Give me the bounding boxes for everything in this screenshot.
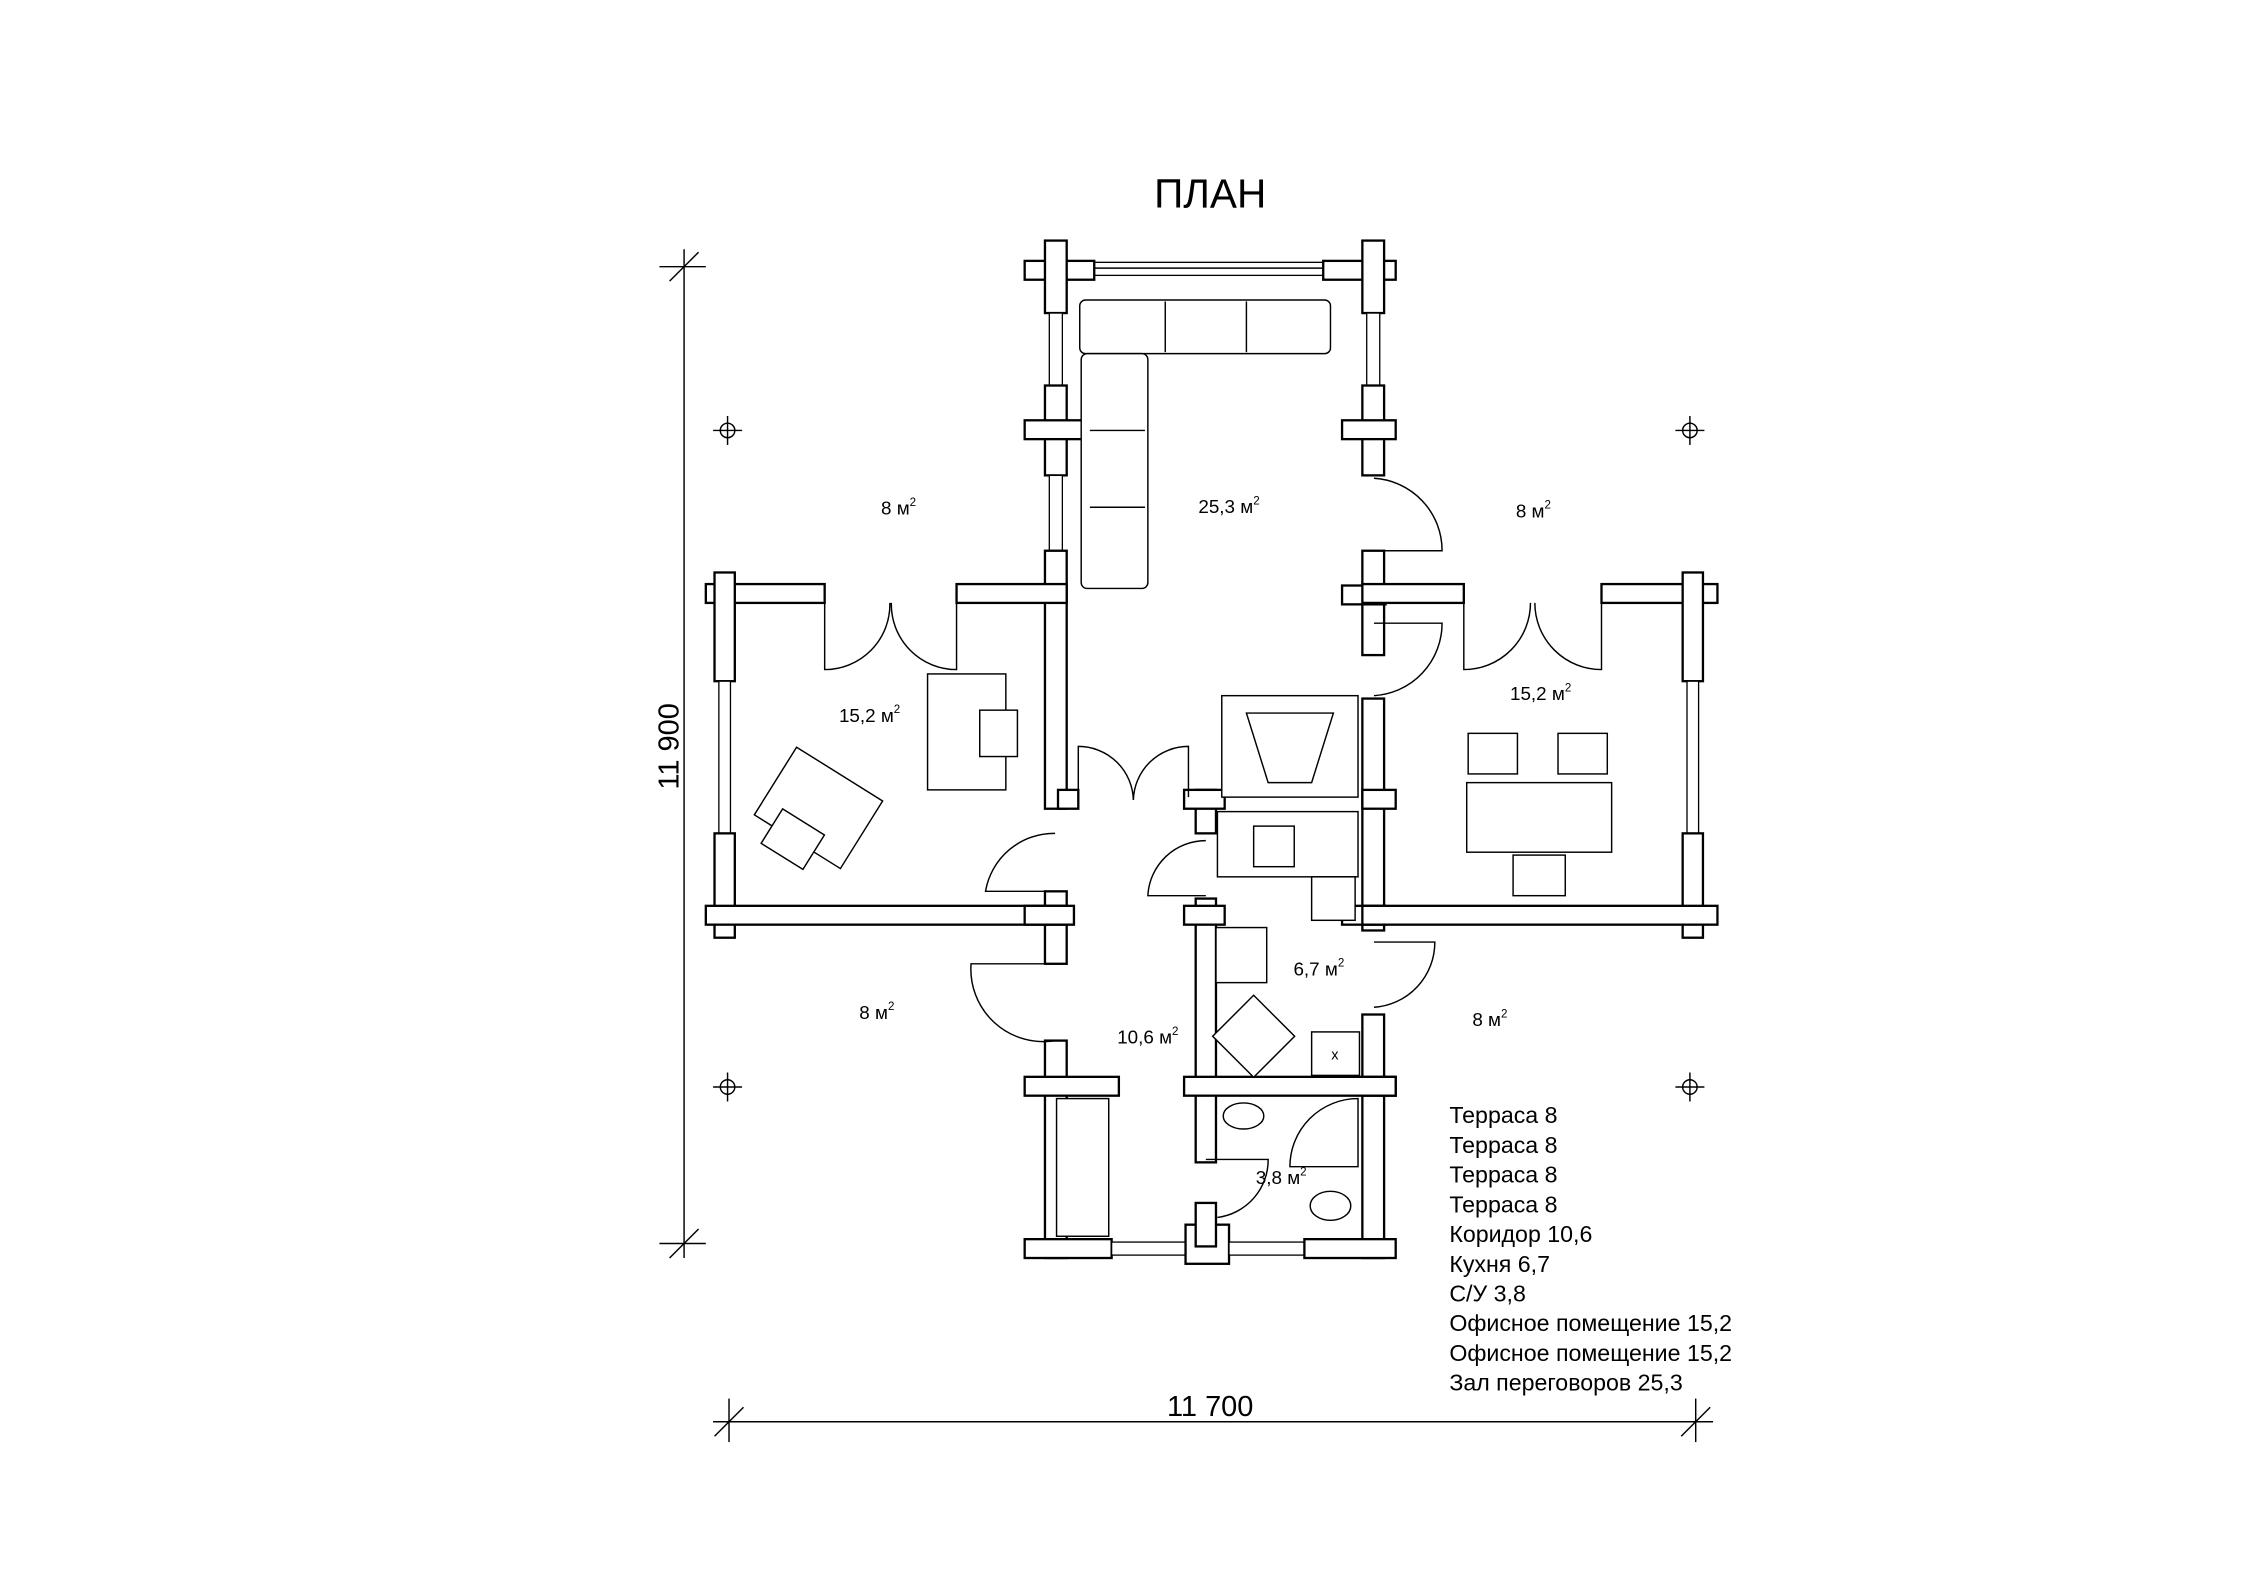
legend-item: Коридор 10,6 bbox=[1449, 1221, 1592, 1247]
legend-item: Терраса 8 bbox=[1449, 1162, 1557, 1188]
stove-mark: x bbox=[1331, 1047, 1339, 1063]
stove bbox=[1310, 1031, 1361, 1077]
room-legend: Терраса 8 Терраса 8 Терраса 8 Терраса 8 … bbox=[1449, 1102, 1732, 1395]
axis-markers bbox=[713, 415, 1705, 1102]
dimension-width-label: 11 700 bbox=[1167, 1391, 1253, 1423]
sofa-left bbox=[1080, 352, 1149, 590]
svg-text:3,8 м2: 3,8 м2 bbox=[1256, 1166, 1307, 1188]
dimension-height: 11 900 bbox=[653, 249, 706, 1259]
svg-text:8 м2: 8 м2 bbox=[1516, 500, 1551, 522]
doors bbox=[823, 477, 1603, 1219]
legend-item: С/У 3,8 bbox=[1449, 1280, 1526, 1306]
svg-text:25,3 м2: 25,3 м2 bbox=[1198, 495, 1259, 517]
legend-item: Зал переговоров 25,3 bbox=[1449, 1370, 1682, 1396]
sink bbox=[1222, 1102, 1265, 1130]
legend-item: Офисное помещение 15,2 bbox=[1449, 1310, 1732, 1336]
svg-text:15,2 м2: 15,2 м2 bbox=[839, 704, 900, 726]
sofa-top bbox=[1079, 299, 1332, 355]
legend-item: Терраса 8 bbox=[1449, 1132, 1557, 1158]
plan-title: ПЛАН bbox=[1154, 170, 1266, 216]
svg-text:8 м2: 8 м2 bbox=[1472, 1008, 1507, 1030]
toilet bbox=[1309, 1190, 1352, 1222]
svg-text:8 м2: 8 м2 bbox=[859, 1001, 894, 1023]
bench bbox=[1055, 1097, 1110, 1237]
svg-text:15,2 м2: 15,2 м2 bbox=[1510, 682, 1571, 704]
area-labels: 8 м2 25,3 м2 8 м2 15,2 м2 15,2 м2 6,7 м2… bbox=[839, 495, 1571, 1188]
walls bbox=[704, 239, 1719, 1265]
svg-text:8 м2: 8 м2 bbox=[881, 497, 916, 519]
dimension-width: 11 700 bbox=[713, 1391, 1714, 1443]
legend-item: Офисное помещение 15,2 bbox=[1449, 1340, 1732, 1366]
legend-item: Кухня 6,7 bbox=[1449, 1251, 1550, 1277]
shower bbox=[1289, 1097, 1359, 1168]
dimension-height-label: 11 900 bbox=[653, 703, 685, 789]
furniture: x bbox=[753, 299, 1613, 1237]
svg-text:6,7 м2: 6,7 м2 bbox=[1293, 958, 1344, 980]
legend-item: Терраса 8 bbox=[1449, 1191, 1557, 1217]
svg-text:10,6 м2: 10,6 м2 bbox=[1117, 1026, 1178, 1048]
meeting-table bbox=[1465, 781, 1613, 853]
legend-item: Терраса 8 bbox=[1449, 1102, 1557, 1128]
